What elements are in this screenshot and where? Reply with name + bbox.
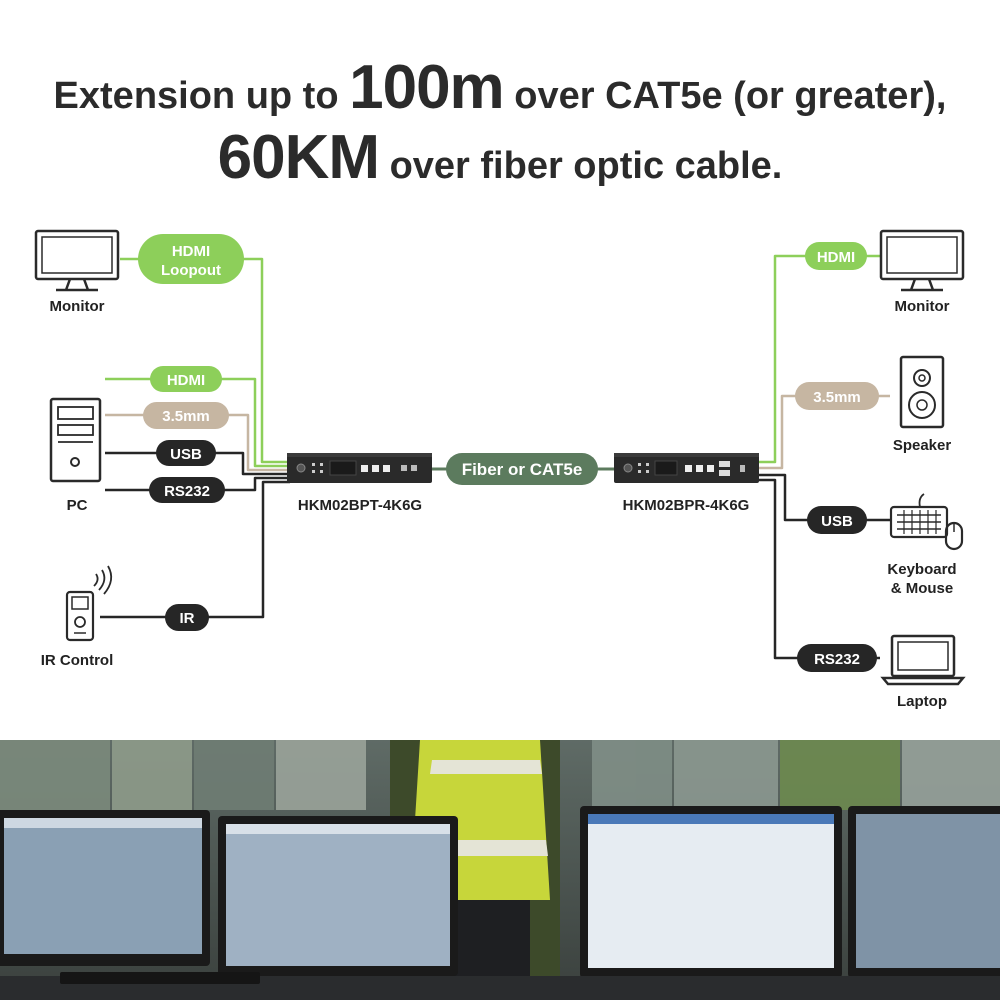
label-ir-control: IR Control bbox=[41, 652, 114, 669]
laptop-icon bbox=[880, 634, 966, 686]
transmitter-label: HKM02BPT-4K6G bbox=[298, 497, 422, 514]
connection-diagram: HKM02BPT-4K6G HKM02BPR-4K6G HDMI Loopout… bbox=[34, 229, 966, 710]
receiver-label: HKM02BPR-4K6G bbox=[623, 497, 750, 514]
pc-tower-icon bbox=[49, 397, 102, 483]
transmitter-device bbox=[287, 453, 432, 483]
pill-ir: IR bbox=[180, 610, 195, 627]
pill-audio-in: 3.5mm bbox=[162, 408, 210, 425]
pill-usb-in: USB bbox=[170, 446, 202, 463]
headline-line-2: 60KM over fiber optic cable. bbox=[217, 123, 783, 192]
label-keyboard-line1: Keyboard bbox=[887, 561, 956, 578]
label-pc: PC bbox=[67, 497, 88, 514]
pill-hdmi-out: HDMI bbox=[817, 249, 855, 266]
desk-monitors bbox=[0, 806, 1000, 978]
pill-link: Fiber or CAT5e bbox=[462, 460, 583, 479]
headline-60km: 60KM bbox=[217, 123, 380, 192]
label-keyboard-line2: & Mouse bbox=[891, 580, 954, 597]
pill-rs232-out: RS232 bbox=[814, 651, 860, 668]
keyboard-mouse-icon bbox=[889, 493, 964, 551]
label-laptop: Laptop bbox=[897, 693, 947, 710]
line-hdmi-loopout bbox=[120, 257, 290, 464]
control-room-photo bbox=[0, 740, 1000, 1000]
pill-hdmi-loopout-line1: HDMI bbox=[172, 243, 210, 260]
monitor-icon bbox=[34, 229, 120, 292]
headline-100m: 100m bbox=[349, 53, 505, 122]
pill-rs232-in: RS232 bbox=[164, 483, 210, 500]
ir-remote-icon bbox=[65, 565, 113, 642]
pill-hdmi-loopout-line2: Loopout bbox=[161, 262, 221, 279]
label-monitor-left: Monitor bbox=[50, 298, 105, 315]
pill-hdmi-in: HDMI bbox=[167, 372, 205, 389]
headline-line-1: Extension up to 100m over CAT5e (or grea… bbox=[53, 53, 947, 122]
receiver-device bbox=[614, 453, 759, 483]
line-hdmi-out bbox=[758, 254, 880, 464]
label-monitor-right: Monitor bbox=[895, 298, 950, 315]
monitor-right-icon bbox=[879, 229, 965, 292]
pill-audio-out: 3.5mm bbox=[813, 389, 861, 406]
label-speaker: Speaker bbox=[893, 437, 952, 454]
pill-usb-out: USB bbox=[821, 513, 853, 530]
speaker-icon bbox=[899, 355, 945, 429]
